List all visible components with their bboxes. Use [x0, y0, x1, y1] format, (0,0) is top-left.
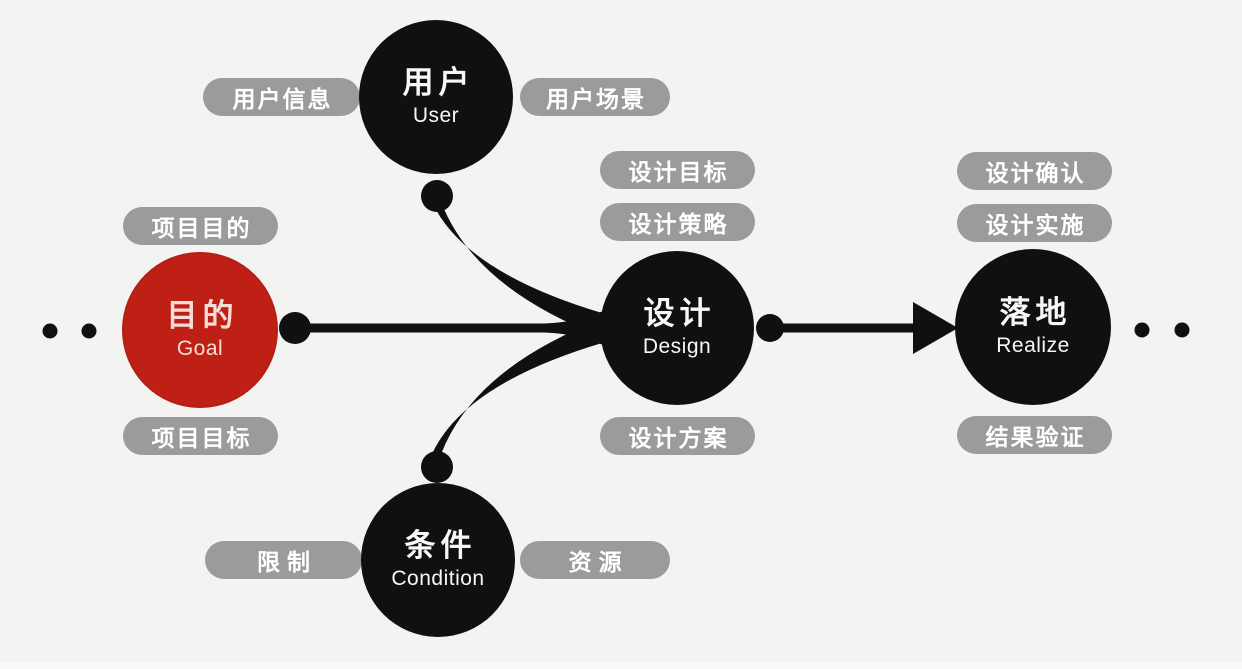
connector-condition-design	[432, 319, 602, 453]
pill-design-top-2: 设计策略	[600, 203, 755, 241]
junction-dot-user	[421, 180, 453, 212]
connector-user-design	[432, 203, 602, 337]
node-design-label-en: Design	[642, 334, 712, 358]
arrowhead-icon	[913, 302, 958, 354]
pill-realize-bottom: 结果验证	[957, 416, 1112, 454]
node-goal-label-en: Goal	[176, 336, 224, 360]
pill-design-top-1: 设计目标	[600, 151, 755, 189]
node-design: 设计 Design	[600, 251, 754, 405]
pill-condition-right: 资源	[520, 541, 670, 579]
junction-dot-condition	[421, 451, 453, 483]
node-realize-label-zh: 落地	[999, 295, 1072, 331]
ellipsis-dot	[81, 323, 97, 339]
pill-realize-top-1: 设计确认	[957, 152, 1112, 190]
node-condition-label-zh: 条件	[404, 528, 477, 564]
node-user: 用户 User	[359, 20, 513, 174]
pill-realize-top-2: 设计实施	[957, 204, 1112, 242]
node-goal-label-zh: 目的	[166, 298, 239, 334]
node-realize-label-en: Realize	[996, 333, 1070, 357]
node-design-label-zh: 设计	[643, 296, 716, 332]
ellipsis-dot	[42, 323, 58, 339]
connector-design-realize-line	[782, 323, 917, 333]
pill-user-left: 用户信息	[203, 78, 360, 116]
node-goal: 目的 Goal	[122, 252, 278, 408]
pill-goal-bottom: 项目目标	[123, 417, 278, 455]
continuation-dots-left	[42, 323, 97, 339]
node-user-label-zh: 用户	[402, 65, 475, 101]
node-user-label-en: User	[412, 103, 460, 127]
junction-dot-goal	[279, 312, 311, 344]
pill-design-bottom: 设计方案	[600, 417, 755, 455]
ellipsis-dot	[1134, 322, 1150, 338]
pill-user-right: 用户场景	[520, 78, 670, 116]
pill-condition-left: 限制	[205, 541, 362, 579]
node-condition: 条件 Condition	[361, 483, 515, 637]
continuation-dots-right	[1134, 322, 1190, 338]
node-condition-label-en: Condition	[391, 566, 485, 590]
pill-goal-top: 项目目的	[123, 207, 278, 245]
node-realize: 落地 Realize	[955, 249, 1111, 405]
junction-dot-design	[756, 314, 784, 342]
connector-goal-design	[303, 310, 606, 346]
bottom-edge-strip	[0, 662, 1242, 669]
ellipsis-dot	[1174, 322, 1190, 338]
